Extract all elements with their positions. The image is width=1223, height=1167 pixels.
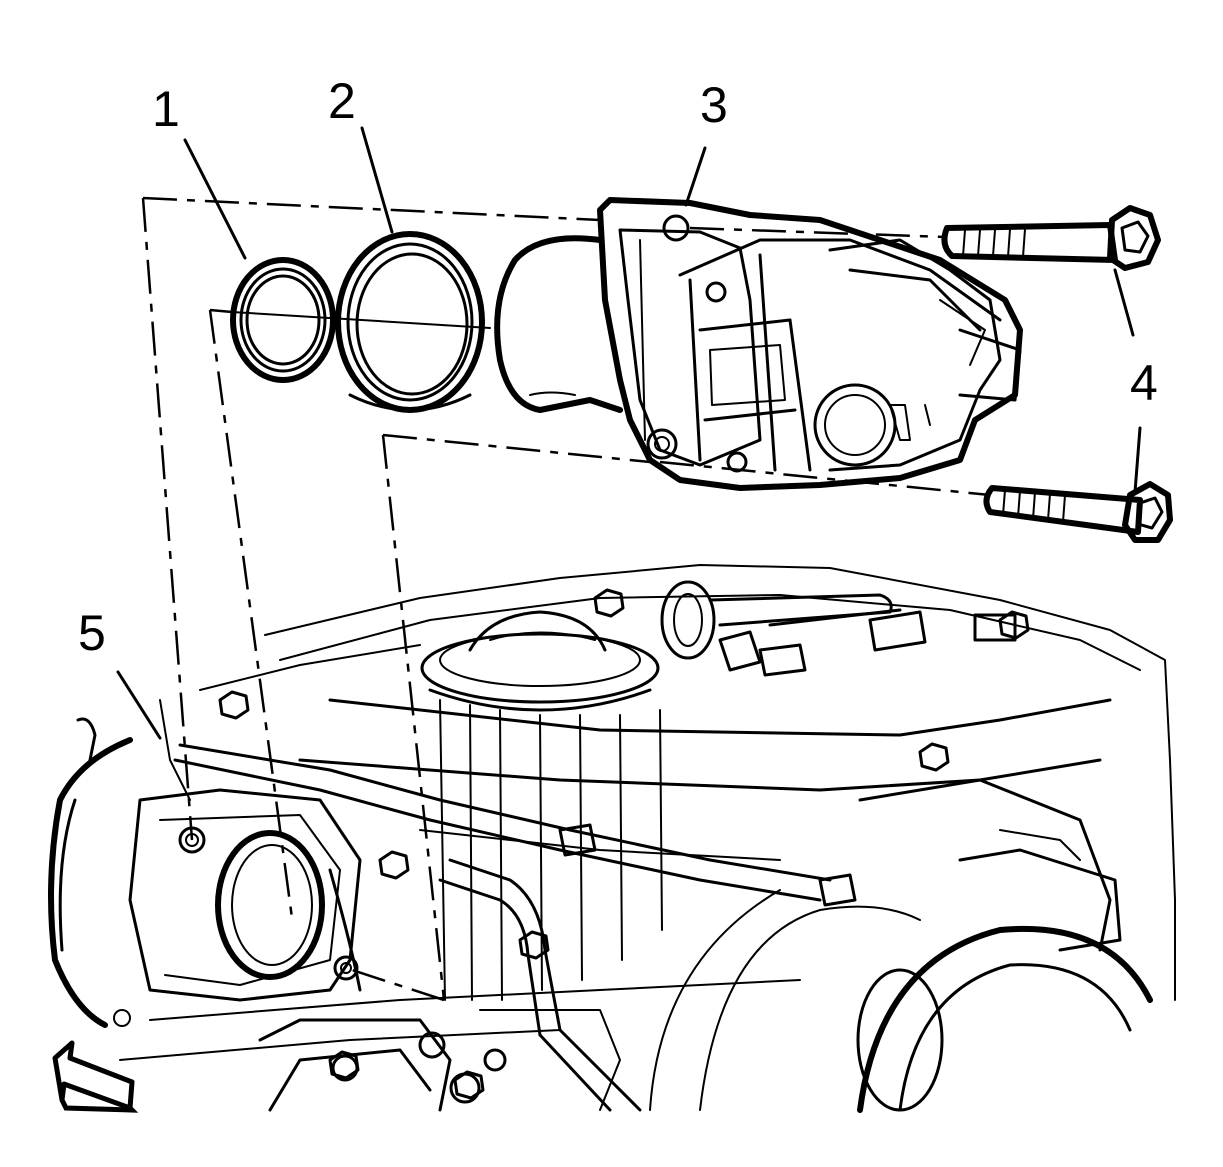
throttle-body-bolt-upper (941, 205, 1161, 271)
callout-3: 3 (700, 77, 728, 133)
callout-2: 2 (328, 73, 356, 129)
throttle-body-mounting-flange (48, 717, 362, 1028)
engine-bolt-heads (218, 588, 1030, 1100)
callout-4: 4 (1130, 355, 1158, 411)
callout-1: 1 (152, 81, 180, 137)
engine-assembly (119, 564, 1176, 1113)
o-ring-seal (230, 257, 336, 383)
leader-lines (116, 126, 1142, 740)
throttle-body-bolt-lower (983, 481, 1173, 543)
gasket-ring (335, 231, 485, 413)
callout-5: 5 (78, 605, 106, 661)
throttle-body (494, 197, 1023, 491)
alignment-lines (141, 196, 991, 1002)
arrow-up-left-icon (52, 1040, 139, 1113)
